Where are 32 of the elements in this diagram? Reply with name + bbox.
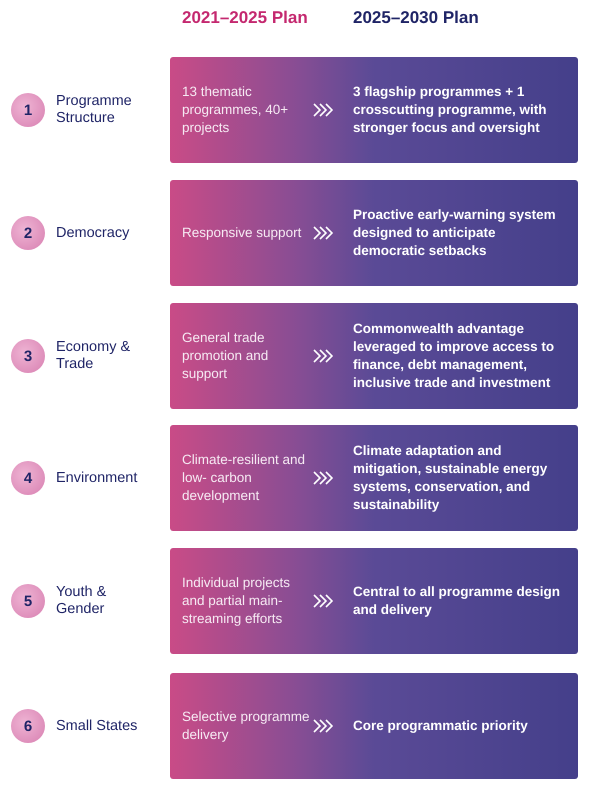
new-plan-text: Climate adaptation and mitigation, sustainable energy systems, conservation, and sustainability bbox=[353, 442, 548, 514]
number-badge: 5 bbox=[11, 584, 45, 618]
row-heading: Programme Structure bbox=[56, 93, 133, 127]
comparison-band bbox=[170, 303, 578, 409]
comparison-band bbox=[170, 180, 578, 286]
comparison-band bbox=[170, 425, 578, 531]
new-plan-text: Central to all programme design and delivery bbox=[353, 583, 562, 619]
number-badge: 4 bbox=[11, 461, 45, 495]
number-badge: 1 bbox=[11, 93, 45, 127]
new-plan-text: Core programmatic priority bbox=[353, 717, 529, 735]
comparison-band bbox=[170, 57, 578, 163]
current-plan-text: Individual projects and partial main- streaming efforts bbox=[182, 574, 292, 628]
new-plan-text: Commonwealth advantage leveraged to improve access to finance, debt management, inclusive trade and investment bbox=[353, 320, 556, 392]
number-badge: 6 bbox=[11, 709, 45, 743]
new-plan-text: Proactive early-warning system designed to anticipate democratic setbacks bbox=[353, 206, 557, 260]
current-plan-text: Responsive support bbox=[182, 224, 302, 242]
row-heading: Democracy bbox=[56, 224, 130, 242]
row-heading: Environment bbox=[56, 470, 138, 486]
number-badge: 2 bbox=[11, 216, 45, 250]
current-plan-text: Climate-resilient and low- carbon development bbox=[182, 451, 306, 505]
current-plan-text: 13 thematic programmes, 40+ projects bbox=[182, 83, 290, 137]
column-header: 2025–2030 Plan bbox=[353, 8, 480, 28]
row-heading: Small States bbox=[56, 718, 138, 734]
column-header: 2021–2025 Plan bbox=[182, 8, 309, 28]
row-heading: Youth & Gender bbox=[56, 584, 108, 618]
current-plan-text: Selective programme delivery bbox=[182, 708, 310, 744]
new-plan-text: 3 flagship programmes + 1 crosscutting programme, with stronger focus and oversight bbox=[353, 83, 548, 137]
comparison-band bbox=[170, 548, 578, 654]
current-plan-text: General trade promotion and support bbox=[182, 329, 270, 383]
number-badge: 3 bbox=[11, 339, 45, 373]
comparison-band bbox=[170, 673, 578, 779]
row-heading: Economy & Trade bbox=[56, 339, 132, 373]
